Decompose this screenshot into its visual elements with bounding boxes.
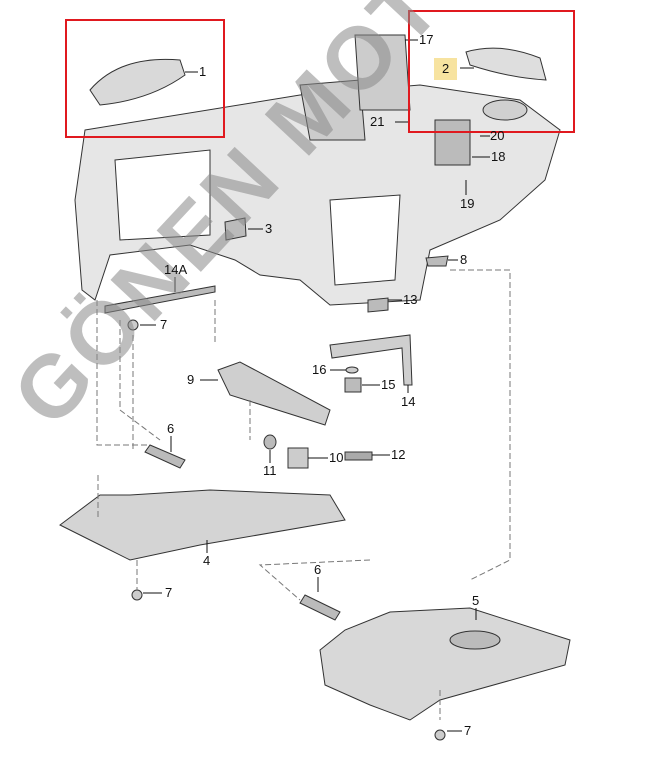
- callout-16[interactable]: 16: [312, 362, 327, 377]
- callout-17[interactable]: 17: [419, 32, 434, 47]
- part-4-shelf: [59, 489, 346, 561]
- callout-6-lower[interactable]: 6: [314, 562, 322, 577]
- part-2-cover: [465, 47, 547, 81]
- callout-7-bottom[interactable]: 7: [464, 723, 472, 738]
- callout-21[interactable]: 21: [370, 114, 385, 129]
- callout-2[interactable]: 2: [434, 58, 458, 80]
- part-1-cover: [89, 58, 186, 106]
- callout-5[interactable]: 5: [472, 593, 480, 608]
- selection-box-part-1: [65, 19, 225, 138]
- callout-4[interactable]: 4: [203, 553, 211, 568]
- selection-box-part-2: [408, 10, 575, 133]
- callout-19[interactable]: 19: [460, 196, 475, 211]
- callout-9[interactable]: 9: [187, 372, 195, 387]
- callout-13[interactable]: 13: [403, 292, 418, 307]
- callout-8[interactable]: 8: [460, 252, 468, 267]
- callout-7[interactable]: 7: [160, 317, 168, 332]
- callout-3[interactable]: 3: [265, 221, 273, 236]
- callout-20[interactable]: 20: [490, 128, 505, 143]
- callout-12[interactable]: 12: [391, 447, 406, 462]
- callout-18[interactable]: 18: [491, 149, 506, 164]
- callout-7-lower[interactable]: 7: [165, 585, 173, 600]
- part-5-glovebox: [319, 607, 571, 721]
- callout-11[interactable]: 11: [263, 463, 277, 478]
- callout-6[interactable]: 6: [167, 421, 175, 436]
- callout-15[interactable]: 15: [381, 377, 396, 392]
- callout-1[interactable]: 1: [199, 64, 207, 79]
- callout-14a[interactable]: 14A: [164, 262, 188, 277]
- callout-10[interactable]: 10: [329, 450, 344, 465]
- callout-14[interactable]: 14: [401, 394, 416, 409]
